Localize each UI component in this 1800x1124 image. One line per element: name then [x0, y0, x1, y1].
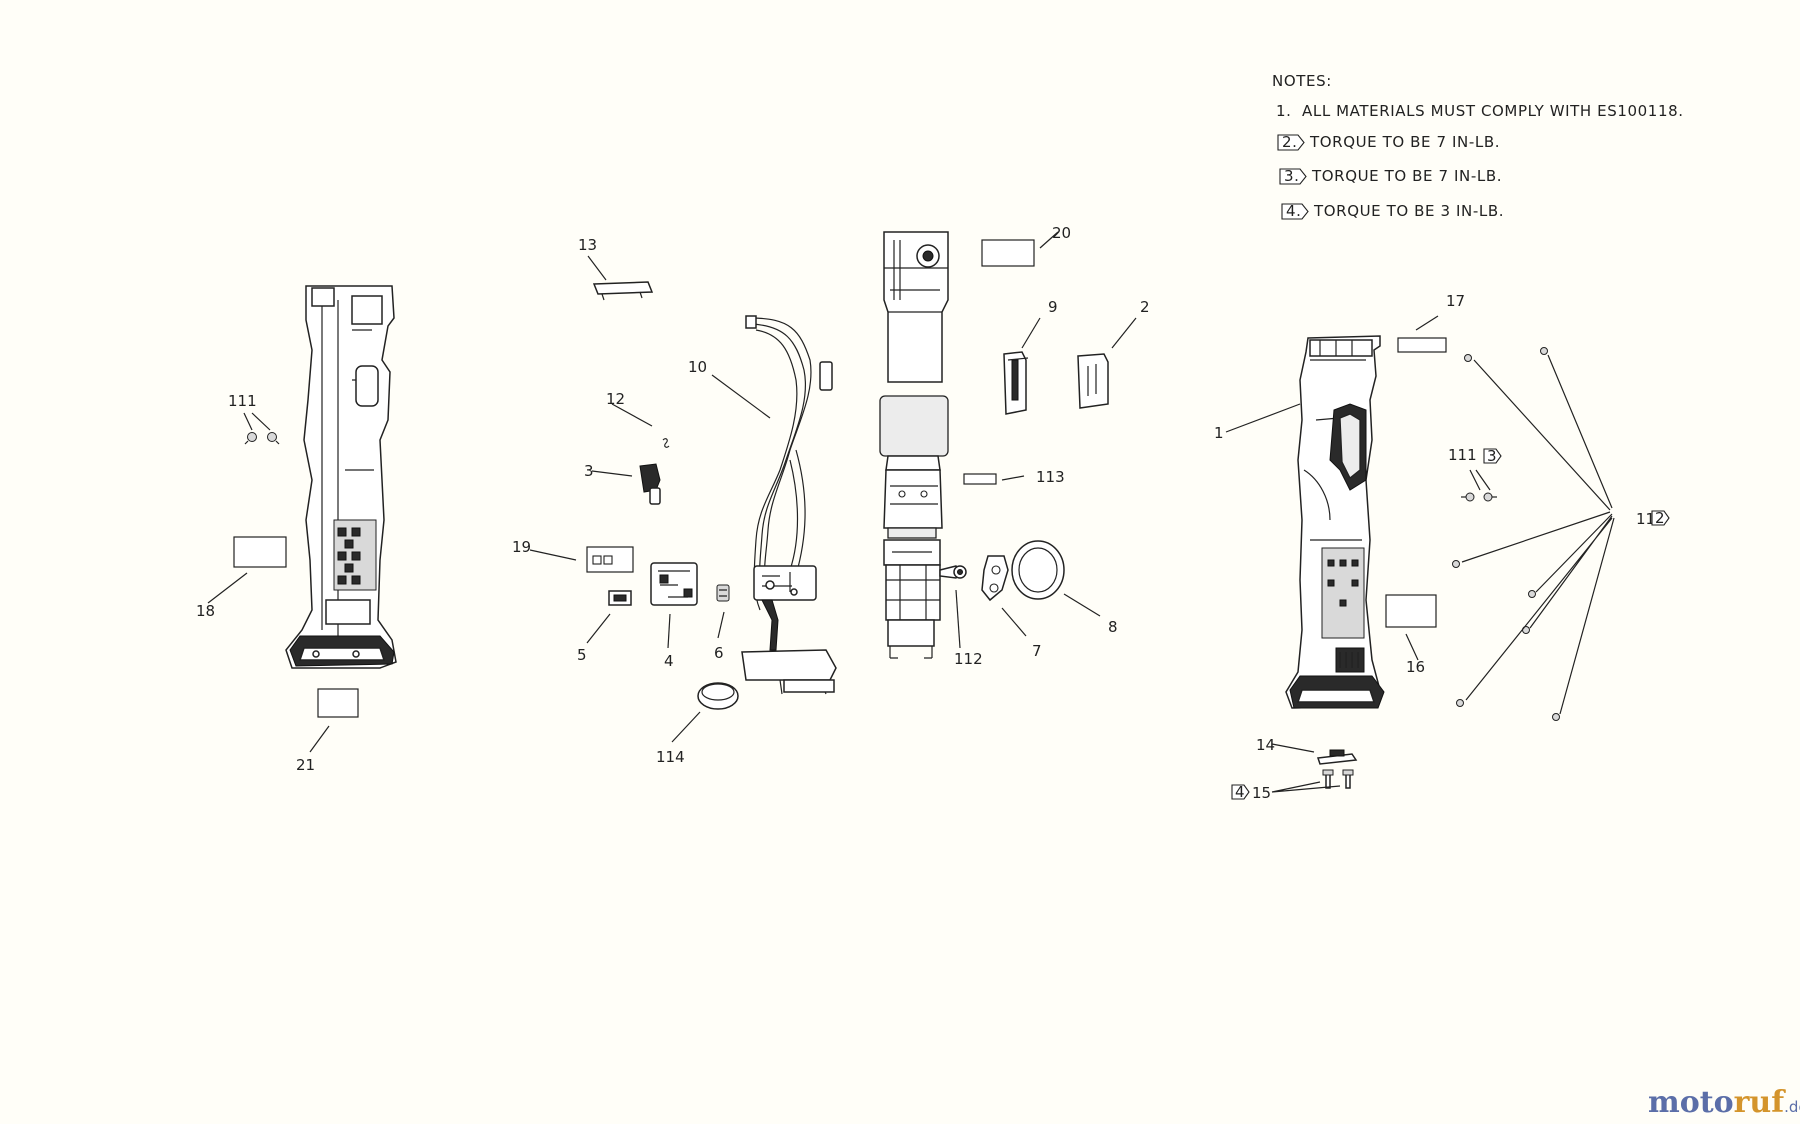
callout-21: 21 — [296, 756, 315, 774]
callout-112-center: 112 — [954, 650, 983, 668]
callout-1: 1 — [1214, 424, 1224, 442]
note-3-flag: 3. — [1284, 167, 1300, 185]
part-8-ring — [1011, 540, 1065, 600]
part-14-switch — [1316, 749, 1358, 765]
flag-111-right: 3 — [1483, 447, 1502, 465]
callout-114: 114 — [656, 748, 685, 766]
callout-113: 113 — [1036, 468, 1065, 486]
part-112-shaft — [939, 565, 967, 579]
label-21 — [317, 688, 359, 718]
notes-heading: NOTES: — [1272, 72, 1332, 90]
part-7-bracket — [981, 555, 1009, 602]
callout-10: 10 — [688, 358, 707, 376]
part-4-module — [650, 562, 698, 606]
flag-15: 4 — [1231, 783, 1250, 801]
part-12-screw — [662, 438, 670, 448]
callout-111-right: 111 — [1448, 446, 1477, 464]
callout-6: 6 — [714, 644, 724, 662]
flag-112-right: 2 — [1651, 509, 1670, 527]
part-3-switch — [639, 463, 661, 505]
screws-111-left — [243, 412, 280, 445]
part-10-wire-harness — [741, 315, 837, 695]
part-114-pad — [697, 682, 739, 710]
part-15-screws — [1322, 769, 1354, 789]
callout-16: 16 — [1406, 658, 1425, 676]
label-20 — [981, 239, 1035, 267]
svg-text:motoruf.de: motoruf.de — [1648, 1085, 1800, 1120]
note-4-flag: 4. — [1286, 202, 1302, 220]
note-2-text: TORQUE TO BE 7 IN-LB. — [1309, 133, 1500, 151]
part-5-connector — [608, 590, 632, 606]
note-2-flag: 2. — [1282, 133, 1298, 151]
note-3-flag-icon — [1279, 168, 1307, 185]
svg-text:3: 3 — [1487, 447, 1497, 465]
callout-14: 14 — [1256, 736, 1275, 754]
part-13-switch-cover — [592, 281, 654, 301]
note-3-text: TORQUE TO BE 7 IN-LB. — [1311, 167, 1502, 185]
callout-13: 13 — [578, 236, 597, 254]
callout-18: 18 — [196, 602, 215, 620]
note-1-text: ALL MATERIALS MUST COMPLY WITH ES100118. — [1302, 102, 1684, 120]
part-9-bracket — [1003, 351, 1029, 415]
part-2-cover — [1077, 353, 1109, 409]
svg-text:4: 4 — [1235, 783, 1245, 801]
note-1-number: 1. — [1276, 102, 1292, 120]
callout-2: 2 — [1140, 298, 1150, 316]
label-113 — [963, 473, 997, 485]
screws-111-right — [1461, 469, 1497, 502]
note-4-flag-icon — [1281, 203, 1309, 220]
callout-111-left: 111 — [228, 392, 257, 410]
label-17 — [1397, 337, 1447, 353]
callout-7: 7 — [1032, 642, 1042, 660]
callout-17: 17 — [1446, 292, 1465, 310]
right-housing-assembled — [1285, 335, 1385, 709]
callout-9: 9 — [1048, 298, 1058, 316]
svg-text:2: 2 — [1655, 509, 1665, 527]
callout-3: 3 — [584, 462, 594, 480]
label-18 — [233, 536, 287, 568]
left-housing-half — [285, 285, 397, 669]
callout-15: 15 — [1252, 784, 1271, 802]
callout-5: 5 — [577, 646, 587, 664]
watermark-logo: motoruf.de — [1648, 1085, 1800, 1120]
callout-19: 19 — [512, 538, 531, 556]
note-2-flag-icon — [1277, 134, 1305, 151]
callout-8: 8 — [1108, 618, 1118, 636]
motor-assembly — [879, 231, 949, 659]
notes-block: NOTES: 1. ALL MATERIALS MUST COMPLY WITH… — [1272, 72, 1684, 220]
callout-20: 20 — [1052, 224, 1071, 242]
screws-112 — [1452, 347, 1615, 721]
label-16 — [1385, 594, 1437, 628]
note-4-text: TORQUE TO BE 3 IN-LB. — [1313, 202, 1504, 220]
callout-12: 12 — [606, 390, 625, 408]
callout-4: 4 — [664, 652, 674, 670]
part-6-clip — [716, 584, 730, 602]
